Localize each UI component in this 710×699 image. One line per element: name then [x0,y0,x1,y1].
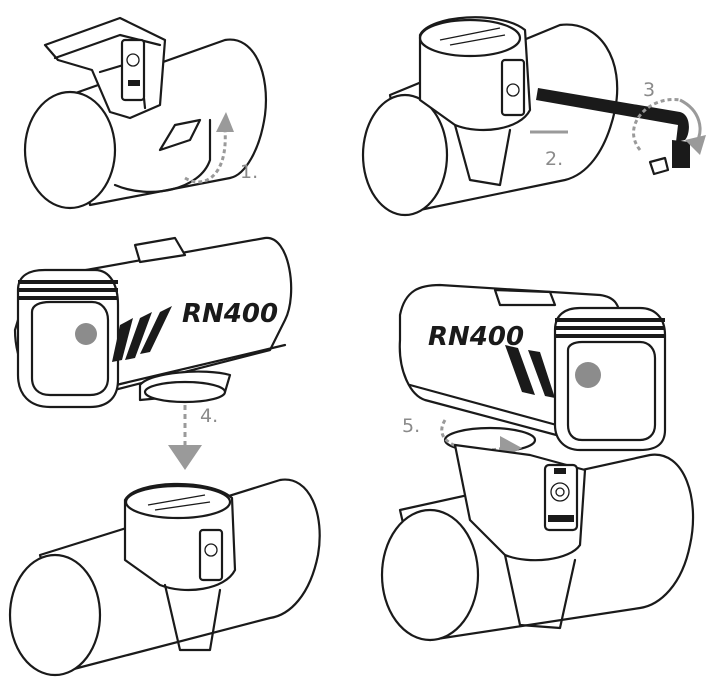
headlight-left: RN400 [13,236,293,409]
led-emitter-right [575,362,601,388]
model-name-right: RN400 [428,322,524,352]
bracket-mount-1 [43,16,167,120]
step-3-label: 3 [643,79,655,101]
led-emitter-left [75,323,97,345]
panel-step-1: 1. [23,16,267,210]
attach-arrow-4 [168,405,202,470]
bracket-mount-3 [123,482,237,652]
hex-key [536,88,690,176]
lens-vent-grille-right [555,318,665,338]
panel-step-2: 2. 3 [361,16,706,217]
accent-stripes-right [505,345,555,398]
rotate-arrow-3 [632,97,706,155]
bracket-mount-2 [418,16,532,187]
accent-stripes-left [112,306,172,362]
lens-vent-grille [18,280,118,300]
model-name-left: RN400 [182,299,278,329]
step-4-label: 4. [200,405,218,427]
rotate-arrow-1 [184,112,234,184]
strap-tab-1 [158,118,202,152]
step-5-label: 5. [402,415,420,437]
step-1-label: 1. [240,161,258,183]
panel-step-5: RN400 5. [380,283,695,642]
bracket-mount-4 [453,443,587,630]
step-2-label: 2. [545,148,563,170]
headlight-right: RN400 [398,283,667,454]
strap-1 [113,118,212,193]
panel-step-4: RN400 4. [8,236,321,677]
